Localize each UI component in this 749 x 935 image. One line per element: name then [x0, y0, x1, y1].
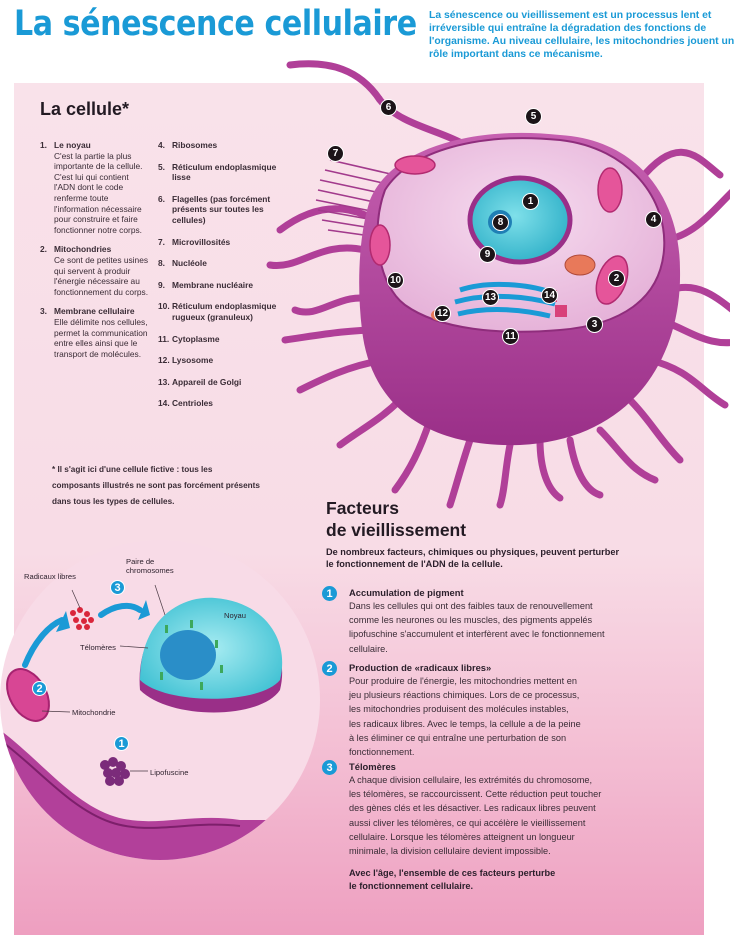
legend-item: 4. Ribosomes [158, 140, 278, 151]
legend-num: 5. [158, 161, 165, 172]
label-lipofuscine: Lipofuscine [150, 768, 189, 777]
legend-term: Microvillosités [172, 236, 231, 247]
legend-num: 14. [158, 398, 170, 409]
factor-title: Production de «radicaux libres» [349, 662, 492, 673]
factor-telomeres: 3 Télomères A chaque division cellulaire… [322, 760, 652, 858]
label-noyau: Noyau [224, 611, 246, 620]
legend-item: 6. Flagelles (pas forcément présents sur … [158, 194, 278, 226]
legend-column-a: 1. Le noyau C'est la partie la plus impo… [40, 140, 152, 368]
factors-intro: De nombreux facteurs, chimiques ou physi… [326, 547, 620, 569]
legend-num: 8. [158, 258, 165, 269]
factor-body: Dans les cellules qui ont des faibles ta… [349, 601, 605, 654]
label-radicaux-libres: Radicaux libres [24, 572, 76, 581]
legend-desc: Elle délimite nos cellules, permet la co… [54, 316, 148, 359]
page-title: La sénescence cellulaire [14, 4, 417, 44]
legend-term: Nucléole [172, 258, 207, 269]
legend-column-b: 4. Ribosomes 5. Réticulum endoplasmique li… [158, 140, 278, 420]
legend-item: 9. Membrane nucléaire [158, 280, 278, 291]
legend-num: 12. [158, 355, 170, 366]
conclusion-text: Avec l'âge, l'ensemble de ces facteurs p… [349, 868, 556, 891]
legend-item: 13.Appareil de Golgi [158, 377, 278, 388]
cell-marker-3: 3 [586, 316, 603, 333]
label-mitochondrie: Mitochondrie [72, 708, 116, 717]
legend-term: Cytoplasme [172, 333, 220, 344]
factor-body: Pour produire de l'énergie, les mitochon… [349, 676, 581, 758]
legend-num: 3. [40, 306, 47, 317]
legend-item: 3. Membrane cellulaire Elle délimite nos… [40, 306, 152, 359]
legend-item: 12.Lysosome [158, 355, 278, 366]
legend-num: 13. [158, 376, 170, 387]
footnote: * Il s'agit ici d'une cellule fictive : … [52, 465, 260, 506]
legend-num: 1. [40, 140, 47, 150]
number-badge-icon: 1 [322, 586, 337, 601]
intro-text: La sénescence ou vieillissement est un p… [429, 10, 735, 60]
legend-term: Ribosomes [172, 140, 218, 150]
cell-marker-10: 10 [387, 272, 404, 289]
legend-term: Lysosome [172, 355, 214, 366]
legend-term: Mitochondries [54, 244, 112, 255]
aging-inset-diagram [0, 540, 320, 860]
inset-badge-2-icon: 2 [32, 681, 47, 696]
legend-desc: C'est la partie la plus importante de la… [54, 150, 143, 235]
legend-num: 10. [158, 301, 170, 312]
cell-marker-7: 7 [327, 145, 344, 162]
cell-marker-5: 5 [525, 108, 542, 125]
factor-title: Accumulation de pigment [349, 587, 464, 598]
cell-illustration [266, 60, 730, 509]
legend-item: 11.Cytoplasme [158, 334, 278, 345]
inset-badge-3-icon: 3 [110, 580, 125, 595]
legend-term: Membrane cellulaire [54, 306, 135, 317]
factor-title: Télomères [349, 761, 396, 772]
cell-section-title: La cellule* [40, 99, 130, 119]
legend-num: 7. [158, 236, 165, 247]
legend-item: 14.Centrioles [158, 398, 278, 409]
factors-title: Facteurs de vieillissement [326, 497, 466, 541]
cell-marker-4: 4 [645, 211, 662, 228]
legend-num: 2. [40, 244, 47, 255]
factors-title-line-1: Facteurs [326, 498, 399, 518]
cell-marker-14: 14 [541, 287, 558, 304]
inset-badge-1-icon: 1 [114, 736, 129, 751]
cell-marker-6: 6 [380, 99, 397, 116]
legend-num: 4. [158, 140, 165, 150]
cell-marker-9: 9 [479, 246, 496, 263]
legend-item: 1. Le noyau C'est la partie la plus impo… [40, 140, 152, 235]
number-badge-icon: 2 [322, 661, 337, 676]
legend-term: Réticulum endoplasmique rugueux (granule… [172, 301, 277, 322]
legend-term: Appareil de Golgi [172, 376, 242, 387]
legend-num: 11. [158, 333, 170, 344]
factors-title-line-2: de vieillissement [326, 520, 467, 540]
factor-pigment: 1 Accumulation de pigment Dans les cellu… [322, 586, 652, 656]
legend-item: 2. Mitochondries Ce sont de petites usin… [40, 244, 152, 297]
legend-term: Le noyau [54, 140, 91, 150]
cell-marker-11: 11 [502, 328, 519, 345]
number-badge-icon: 3 [322, 760, 337, 775]
cell-marker-13: 13 [482, 289, 499, 306]
legend-item: 8. Nucléole [158, 258, 278, 269]
cell-marker-2: 2 [608, 270, 625, 287]
cell-marker-1: 1 [522, 193, 539, 210]
label-telomeres: Télomères [80, 643, 116, 652]
label-paire-chromosomes: Paire de chromosomes [126, 557, 174, 575]
cell-marker-8: 8 [492, 214, 509, 231]
legend-item: 5. Réticulum endoplasmique lisse [158, 162, 278, 183]
legend-item: 10.Réticulum endoplasmique rugueux (gran… [158, 301, 278, 322]
legend-item: 7. Microvillosités [158, 237, 278, 248]
legend-num: 9. [158, 279, 165, 290]
legend-term: Centrioles [172, 398, 213, 409]
cell-marker-12: 12 [434, 305, 451, 322]
legend-desc: Ce sont de petites usines qui servent à … [54, 254, 149, 297]
legend-term: Membrane nucléaire [172, 279, 253, 290]
legend-term: Réticulum endoplasmique lisse [172, 161, 277, 183]
factor-radicals: 2 Production de «radicaux libres» Pour p… [322, 661, 652, 759]
legend-term: Flagelles (pas forcément présents sur to… [172, 193, 271, 225]
legend-num: 6. [158, 193, 165, 204]
factor-body: A chaque division cellulaire, les extrém… [349, 775, 602, 857]
